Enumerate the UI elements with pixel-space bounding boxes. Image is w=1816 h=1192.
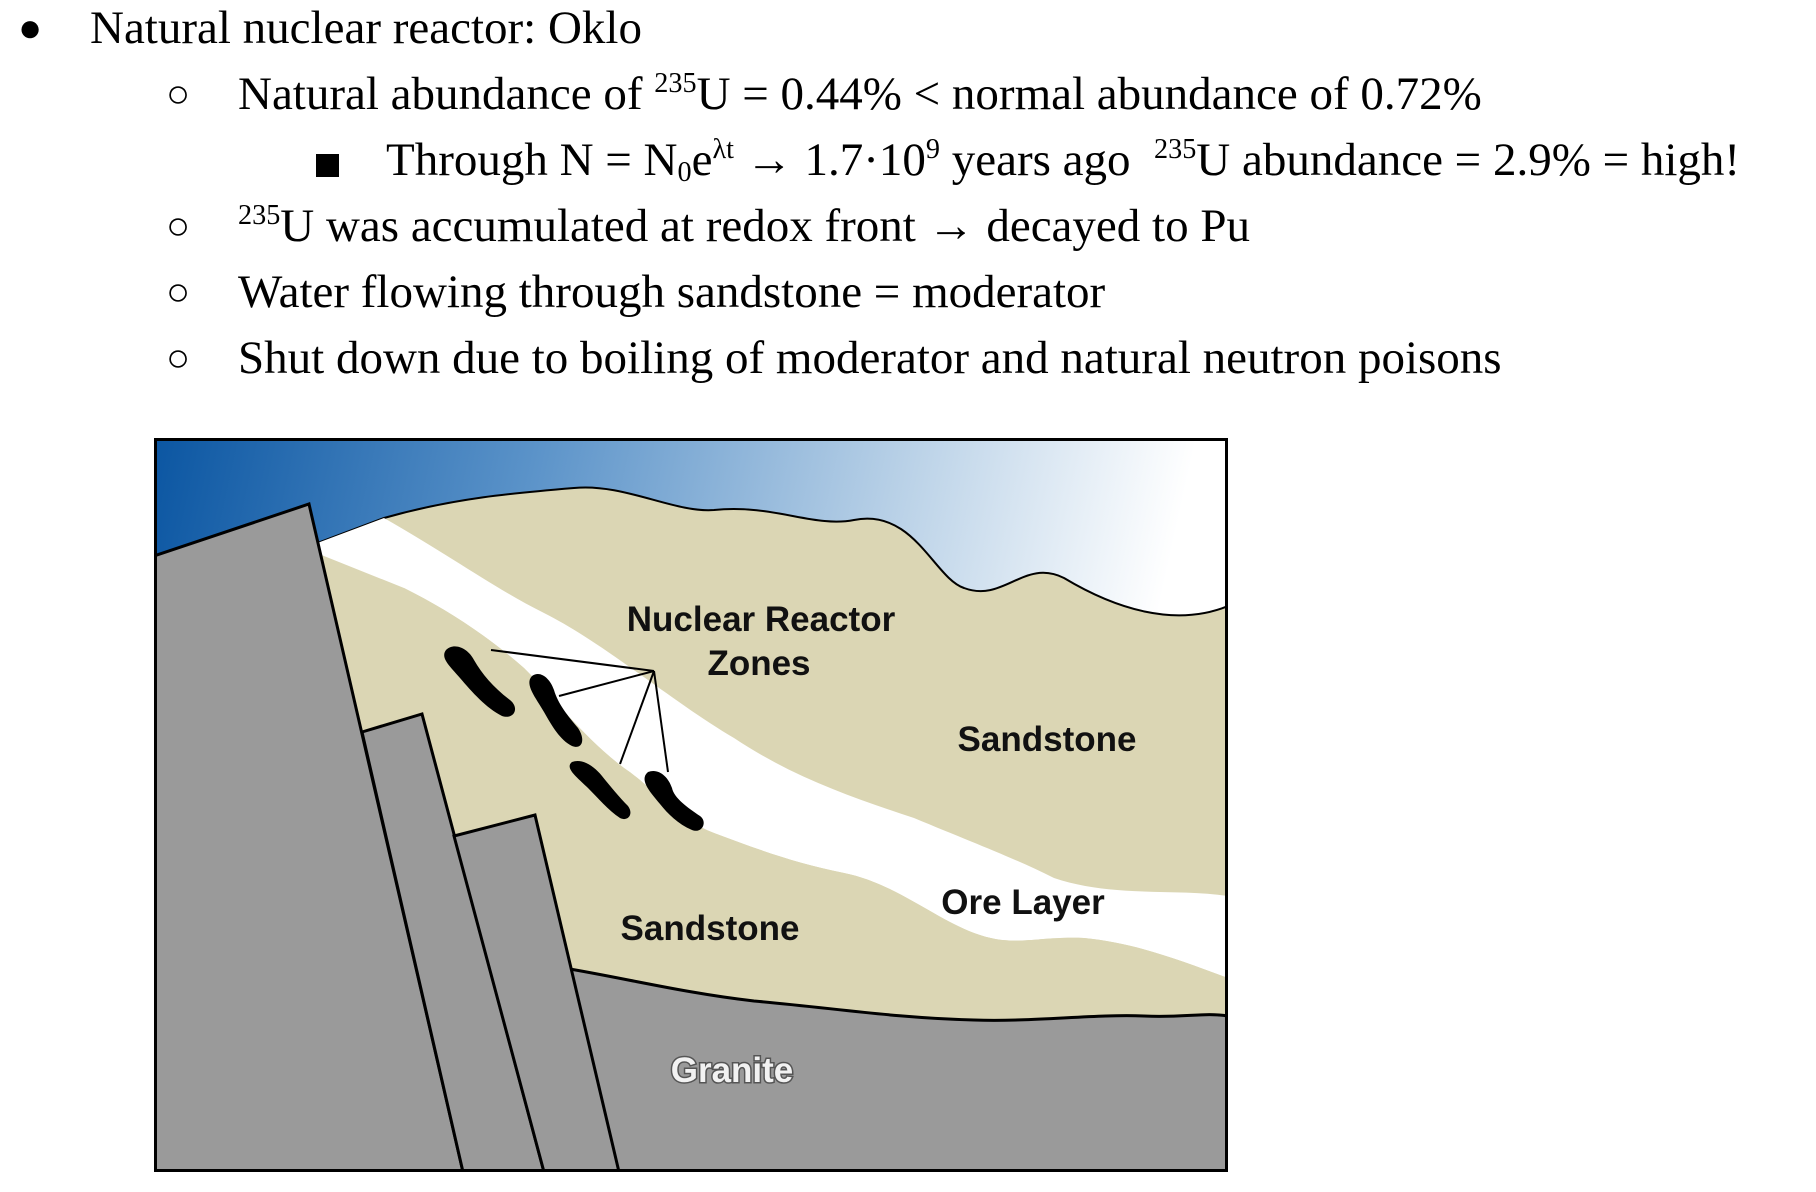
fault-block-2 (360, 712, 546, 1172)
bullet-marker-filled: ● (18, 5, 43, 50)
isotope-mass: 235 (1154, 133, 1197, 165)
reactor-zone-3 (569, 760, 631, 820)
decay-text-e: U abundance = 2.9% = high! (1196, 134, 1741, 186)
bullet-marker-hollow: ○ (166, 71, 191, 116)
reactor-zone-4 (644, 770, 704, 831)
ore-layer-label: Ore Layer (941, 883, 1105, 922)
bullet-marker-hollow: ○ (166, 269, 191, 314)
figure-frame (154, 438, 1228, 1172)
abundance-suffix: U = 0.44% < normal abundance of 0.72% (696, 68, 1482, 120)
isotope-mass: 235 (654, 67, 697, 99)
water-line: Water flowing through sandstone = modera… (238, 266, 1106, 318)
decay-exponent: λt (712, 133, 734, 165)
fault-block-3 (452, 813, 621, 1172)
decay-text-a: Through N = N (386, 134, 678, 186)
accumulated-line: 235U was accumulated at redox front → de… (238, 196, 1250, 263)
decay-text-b: e (691, 134, 713, 186)
sandstone-upper-label: Sandstone (958, 720, 1137, 759)
isotope-mass: 235 (238, 199, 281, 231)
abundance-line: Natural abundance of 235U = 0.44% < norm… (238, 64, 1482, 131)
decay-text-c: → 1.7·10 (733, 134, 926, 186)
decay-subscript-0: 0 (677, 157, 692, 189)
reactor-zone-2 (529, 673, 583, 747)
reactor-zones-label-line1: Nuclear Reactor (627, 600, 896, 639)
decay-exponent-9: 9 (925, 133, 940, 165)
reactor-callout-lines (490, 649, 669, 773)
bullet-marker-hollow: ○ (166, 335, 191, 380)
abundance-prefix: Natural abundance of (238, 68, 655, 120)
reactor-zone-1 (444, 646, 516, 717)
accumulated-text: U was accumulated at redox front → decay… (280, 200, 1250, 252)
decay-line: Through N = N0eλt → 1.7·109 years ago 23… (386, 130, 1740, 197)
bullet-marker-square (316, 154, 339, 177)
granite-label: Granite (671, 1051, 794, 1090)
shutdown-line: Shut down due to boiling of moderator an… (238, 332, 1502, 384)
ore-layer-band (304, 518, 1228, 978)
decay-text-d: years ago (939, 134, 1155, 186)
granite-basement (562, 966, 1228, 1172)
sandstone-lower-label: Sandstone (621, 909, 800, 948)
fault-block-1 (154, 502, 465, 1172)
bullet-marker-hollow: ○ (166, 203, 191, 248)
reactor-zones-label-line2: Zones (707, 644, 810, 683)
oklo-cross-section-diagram: Nuclear Reactor Zones Sandstone Ore Laye… (154, 438, 1228, 1172)
heading-oklo: Natural nuclear reactor: Oklo (90, 2, 642, 54)
